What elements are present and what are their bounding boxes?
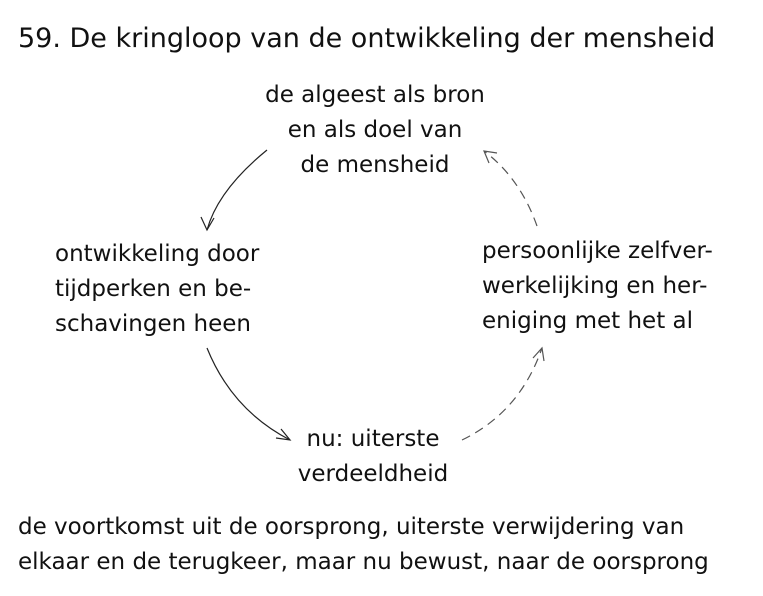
node-bottom-verdeeldheid: nu: uiterste verdeeldheid	[288, 422, 458, 492]
node-right-line-3: eniging met het al	[482, 308, 694, 334]
caption-line-1: de voortkomst uit de oorsprong, uiterste…	[18, 514, 685, 540]
arrow-left-to-bottom	[206, 347, 291, 441]
arrowhead-left-to-bottom	[275, 428, 292, 441]
node-top-line-3: de mensheid	[300, 152, 450, 178]
node-top-algeest: de algeest als bron en als doel van de m…	[250, 78, 500, 183]
arrow-right-to-top	[483, 150, 538, 227]
node-top-line-1: de algeest als bron	[265, 82, 485, 108]
arrow-bottom-to-right	[461, 347, 543, 441]
arrowhead-bottom-to-right	[532, 346, 545, 362]
node-left-line-2: tijdperken en be-	[55, 276, 252, 302]
arrow-top-to-left	[206, 149, 268, 231]
arrowhead-right-to-top	[483, 150, 498, 164]
arrowhead-top-to-left	[200, 216, 215, 232]
node-right-line-1: persoonlijke zelfver-	[482, 238, 713, 264]
node-left-line-1: ontwikkeling door	[55, 241, 260, 267]
node-left-line-3: schavingen heen	[55, 311, 251, 337]
caption-line-2: elkaar en de terugkeer, maar nu bewust, …	[18, 549, 709, 575]
diagram-caption: de voortkomst uit de oorsprong, uiterste…	[18, 510, 709, 580]
node-top-line-2: en als doel van	[287, 117, 463, 143]
node-right-line-2: werkelijking en her-	[482, 273, 708, 299]
node-left-ontwikkeling: ontwikkeling door tijdperken en be- scha…	[55, 237, 259, 342]
node-right-zelfverwerkelijking: persoonlijke zelfver- werkelijking en he…	[482, 234, 713, 339]
node-bottom-line-1: nu: uiterste	[306, 426, 440, 452]
node-bottom-line-2: verdeeldheid	[297, 461, 449, 487]
diagram-title: 59. De kringloop van de ontwikkeling der…	[18, 23, 716, 54]
